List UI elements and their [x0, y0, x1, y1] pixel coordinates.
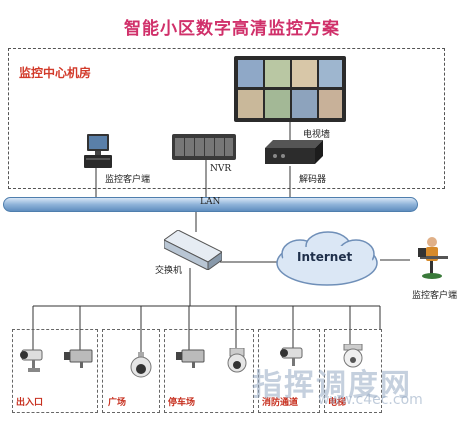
network-switch: [163, 229, 223, 274]
person-at-desk-icon: [418, 237, 448, 279]
decoder-device: [265, 140, 323, 168]
client-remote-label: 监控客户端: [412, 291, 458, 301]
monitoring-center-label: 监控中心机房: [19, 66, 92, 80]
zone-fire-exit-box: [258, 329, 320, 413]
watermark: 指挥调度网: [252, 368, 412, 403]
bullet-camera-icon: [280, 347, 303, 366]
zone-label: 广场: [108, 398, 127, 408]
zone-label: 电梯: [328, 398, 347, 408]
switch-label: 交换机: [155, 266, 183, 276]
cloud-icon: [276, 231, 378, 286]
zone-elevator-box: [324, 329, 382, 413]
zone-label: 出入口: [16, 398, 44, 408]
decoder-icon: [265, 140, 323, 164]
decoder-label: 解码器: [299, 175, 327, 185]
lan-label: LAN: [200, 197, 221, 207]
nvr-icon: [172, 134, 236, 160]
dome-camera-icon: [130, 352, 152, 378]
client-center-label: 监控客户端: [105, 175, 151, 185]
zone-plaza-box: [102, 329, 160, 413]
internet-cloud: [270, 230, 385, 296]
internet-label: Internet: [297, 250, 353, 264]
diagram-title: 智能小区数字高清监控方案: [124, 19, 340, 39]
video-wall-label: 电视墙: [303, 130, 331, 140]
nvr-device: [172, 134, 236, 164]
box-camera-icon: [64, 349, 93, 368]
elevator-camera-icon: [343, 344, 363, 368]
nvr-label: NVR: [210, 164, 232, 174]
workstation-icon: [84, 134, 112, 168]
zone-label: 消防通道: [262, 398, 299, 408]
monitoring-center-box: [8, 48, 445, 189]
lan-bus: [3, 197, 418, 212]
speed-dome-camera-icon: [227, 348, 247, 373]
video-wall-icon: [234, 56, 346, 122]
zone-parking-box: [164, 329, 254, 413]
bullet-camera-icon: [20, 349, 43, 372]
remote-client: [410, 236, 450, 284]
video-wall: [234, 56, 346, 126]
zone-label: 停车场: [168, 398, 196, 408]
watermark-url: www.c4ec.com: [318, 392, 423, 408]
box-camera-icon: [176, 349, 205, 368]
zone-entrance-box: [12, 329, 98, 413]
client-workstation: [84, 134, 112, 172]
